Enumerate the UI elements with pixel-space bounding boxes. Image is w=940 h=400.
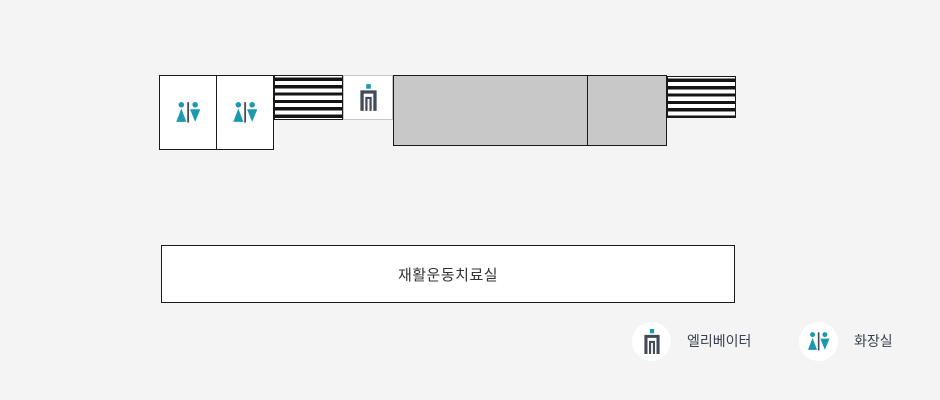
legend-item-restroom: 화장실 <box>799 321 893 361</box>
restroom-room-1 <box>159 75 217 150</box>
elevator-icon <box>359 84 377 111</box>
gray-room-2 <box>587 75 667 146</box>
legend-restroom-label: 화장실 <box>854 333 893 349</box>
legend-elevator-badge <box>632 321 671 361</box>
restroom-icon <box>176 102 201 123</box>
legend-restroom-badge <box>799 321 838 361</box>
main-room: 재활운동치료실 <box>161 245 735 303</box>
gray-room-1 <box>393 75 588 146</box>
elevator-icon <box>643 328 660 354</box>
stairs-area-right <box>667 76 736 118</box>
restroom-room-2 <box>216 75 274 150</box>
main-room-label: 재활운동치료실 <box>397 266 499 284</box>
restroom-icon <box>808 331 830 350</box>
restroom-icon <box>233 102 258 123</box>
legend-item-elevator: 엘리베이터 <box>632 321 751 361</box>
elevator-room <box>343 75 393 120</box>
legend-elevator-label: 엘리베이터 <box>687 333 752 349</box>
stairs-area-left <box>274 75 343 120</box>
legend: 엘리베이터 화장실 <box>0 321 940 361</box>
